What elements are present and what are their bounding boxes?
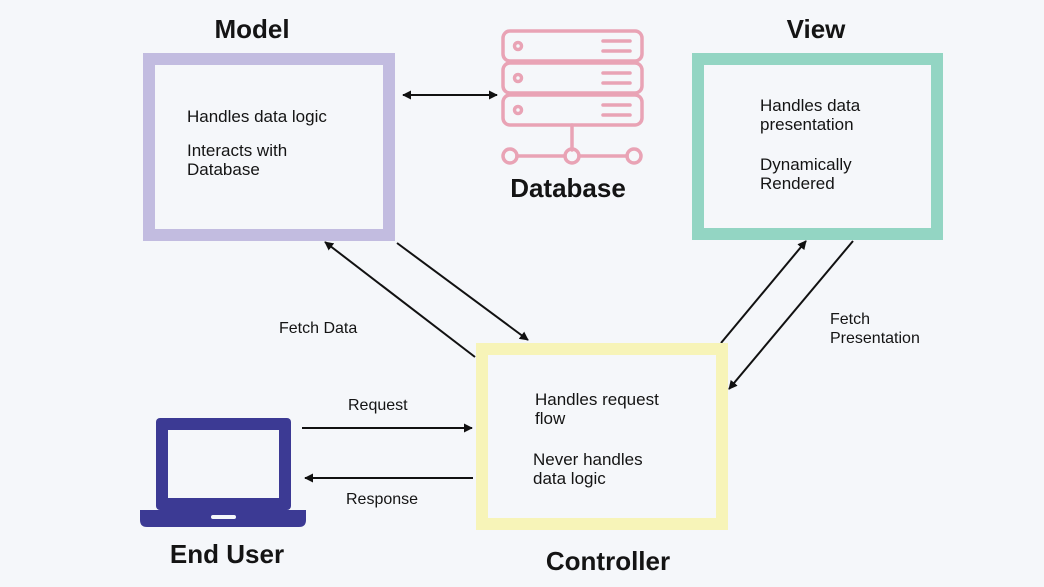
view-title: View bbox=[786, 14, 846, 44]
fetch-data-label: Fetch Data bbox=[279, 320, 358, 337]
server-database-icon bbox=[501, 29, 644, 165]
controller-to-model-arrow bbox=[324, 241, 476, 358]
response-label: Response bbox=[346, 491, 419, 508]
controller-to-view-arrow bbox=[720, 240, 807, 344]
model-text-2: Interacts with Database bbox=[187, 141, 288, 179]
controller-text-1: Handles request flow bbox=[535, 390, 659, 428]
view-text-1: Handles data presentation bbox=[760, 96, 861, 134]
request-label: Request bbox=[348, 397, 408, 414]
controller-text-2: Never handles data logic bbox=[533, 450, 643, 488]
controller-title: Controller bbox=[545, 546, 671, 576]
model-to-controller-arrow bbox=[396, 242, 529, 341]
fetch-presentation-label: Fetch Presentation bbox=[830, 311, 920, 347]
model-title: Model bbox=[214, 14, 290, 44]
view-to-controller-arrow bbox=[728, 240, 854, 390]
database-title: Database bbox=[510, 173, 626, 203]
end-user-title: End User bbox=[169, 539, 285, 569]
controller-box bbox=[476, 343, 728, 530]
view-text-2: Dynamically Rendered bbox=[760, 155, 852, 193]
laptop-icon bbox=[140, 418, 306, 527]
model-text-1: Handles data logic bbox=[187, 107, 327, 126]
model-box bbox=[143, 53, 395, 241]
view-box bbox=[692, 53, 943, 240]
